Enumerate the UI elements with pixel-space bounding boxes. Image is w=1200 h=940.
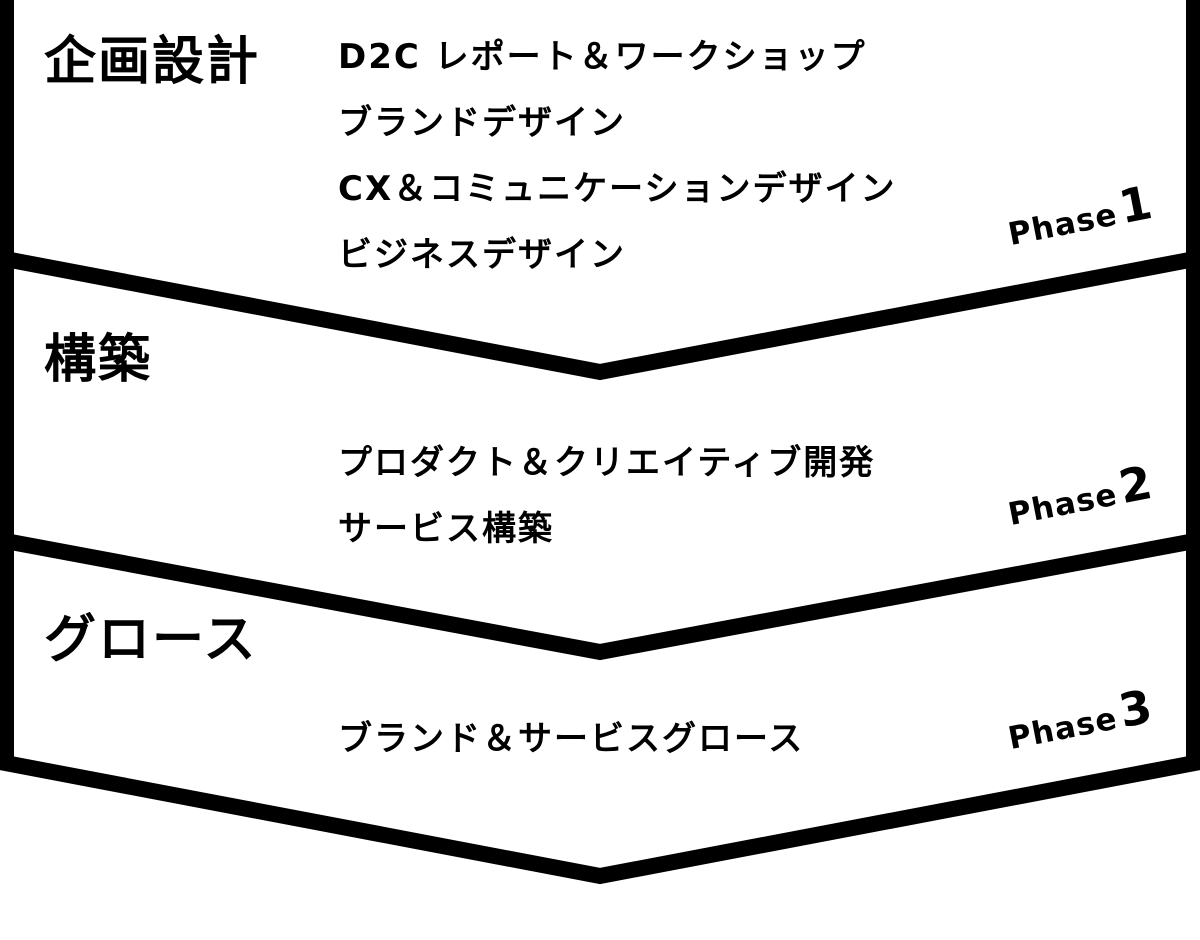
list-item: ブランドデザイン <box>338 103 626 143</box>
phase-1-title: 企画設計 <box>44 32 261 92</box>
list-item: ブランド＆サービスグロース <box>338 719 805 759</box>
list-item: プロダクト＆クリエイティブ開発 <box>338 443 876 483</box>
list-item: CX＆コミュニケーションデザイン <box>338 169 897 209</box>
list-item: D2C レポート＆ワークショップ <box>338 37 867 77</box>
list-item: サービス構築 <box>338 509 554 549</box>
phase-2-title: 構築 <box>44 330 153 390</box>
chevron-divider-1 <box>0 250 1200 381</box>
phase-3-title: グロース <box>44 610 258 670</box>
chevron-divider-3 <box>0 754 1200 885</box>
phase-3-item-list: ブランド＆サービスグロース <box>338 722 804 788</box>
list-item: ビジネスデザイン <box>338 235 626 275</box>
phase-1-item-list: D2C レポート＆ワークショップ ブランドデザイン CX＆コミュニケーションデザ… <box>338 40 897 304</box>
phase-2-item-list: プロダクト＆クリエイティブ開発 サービス構築 <box>338 446 875 578</box>
chevron-divider-2 <box>0 532 1200 661</box>
